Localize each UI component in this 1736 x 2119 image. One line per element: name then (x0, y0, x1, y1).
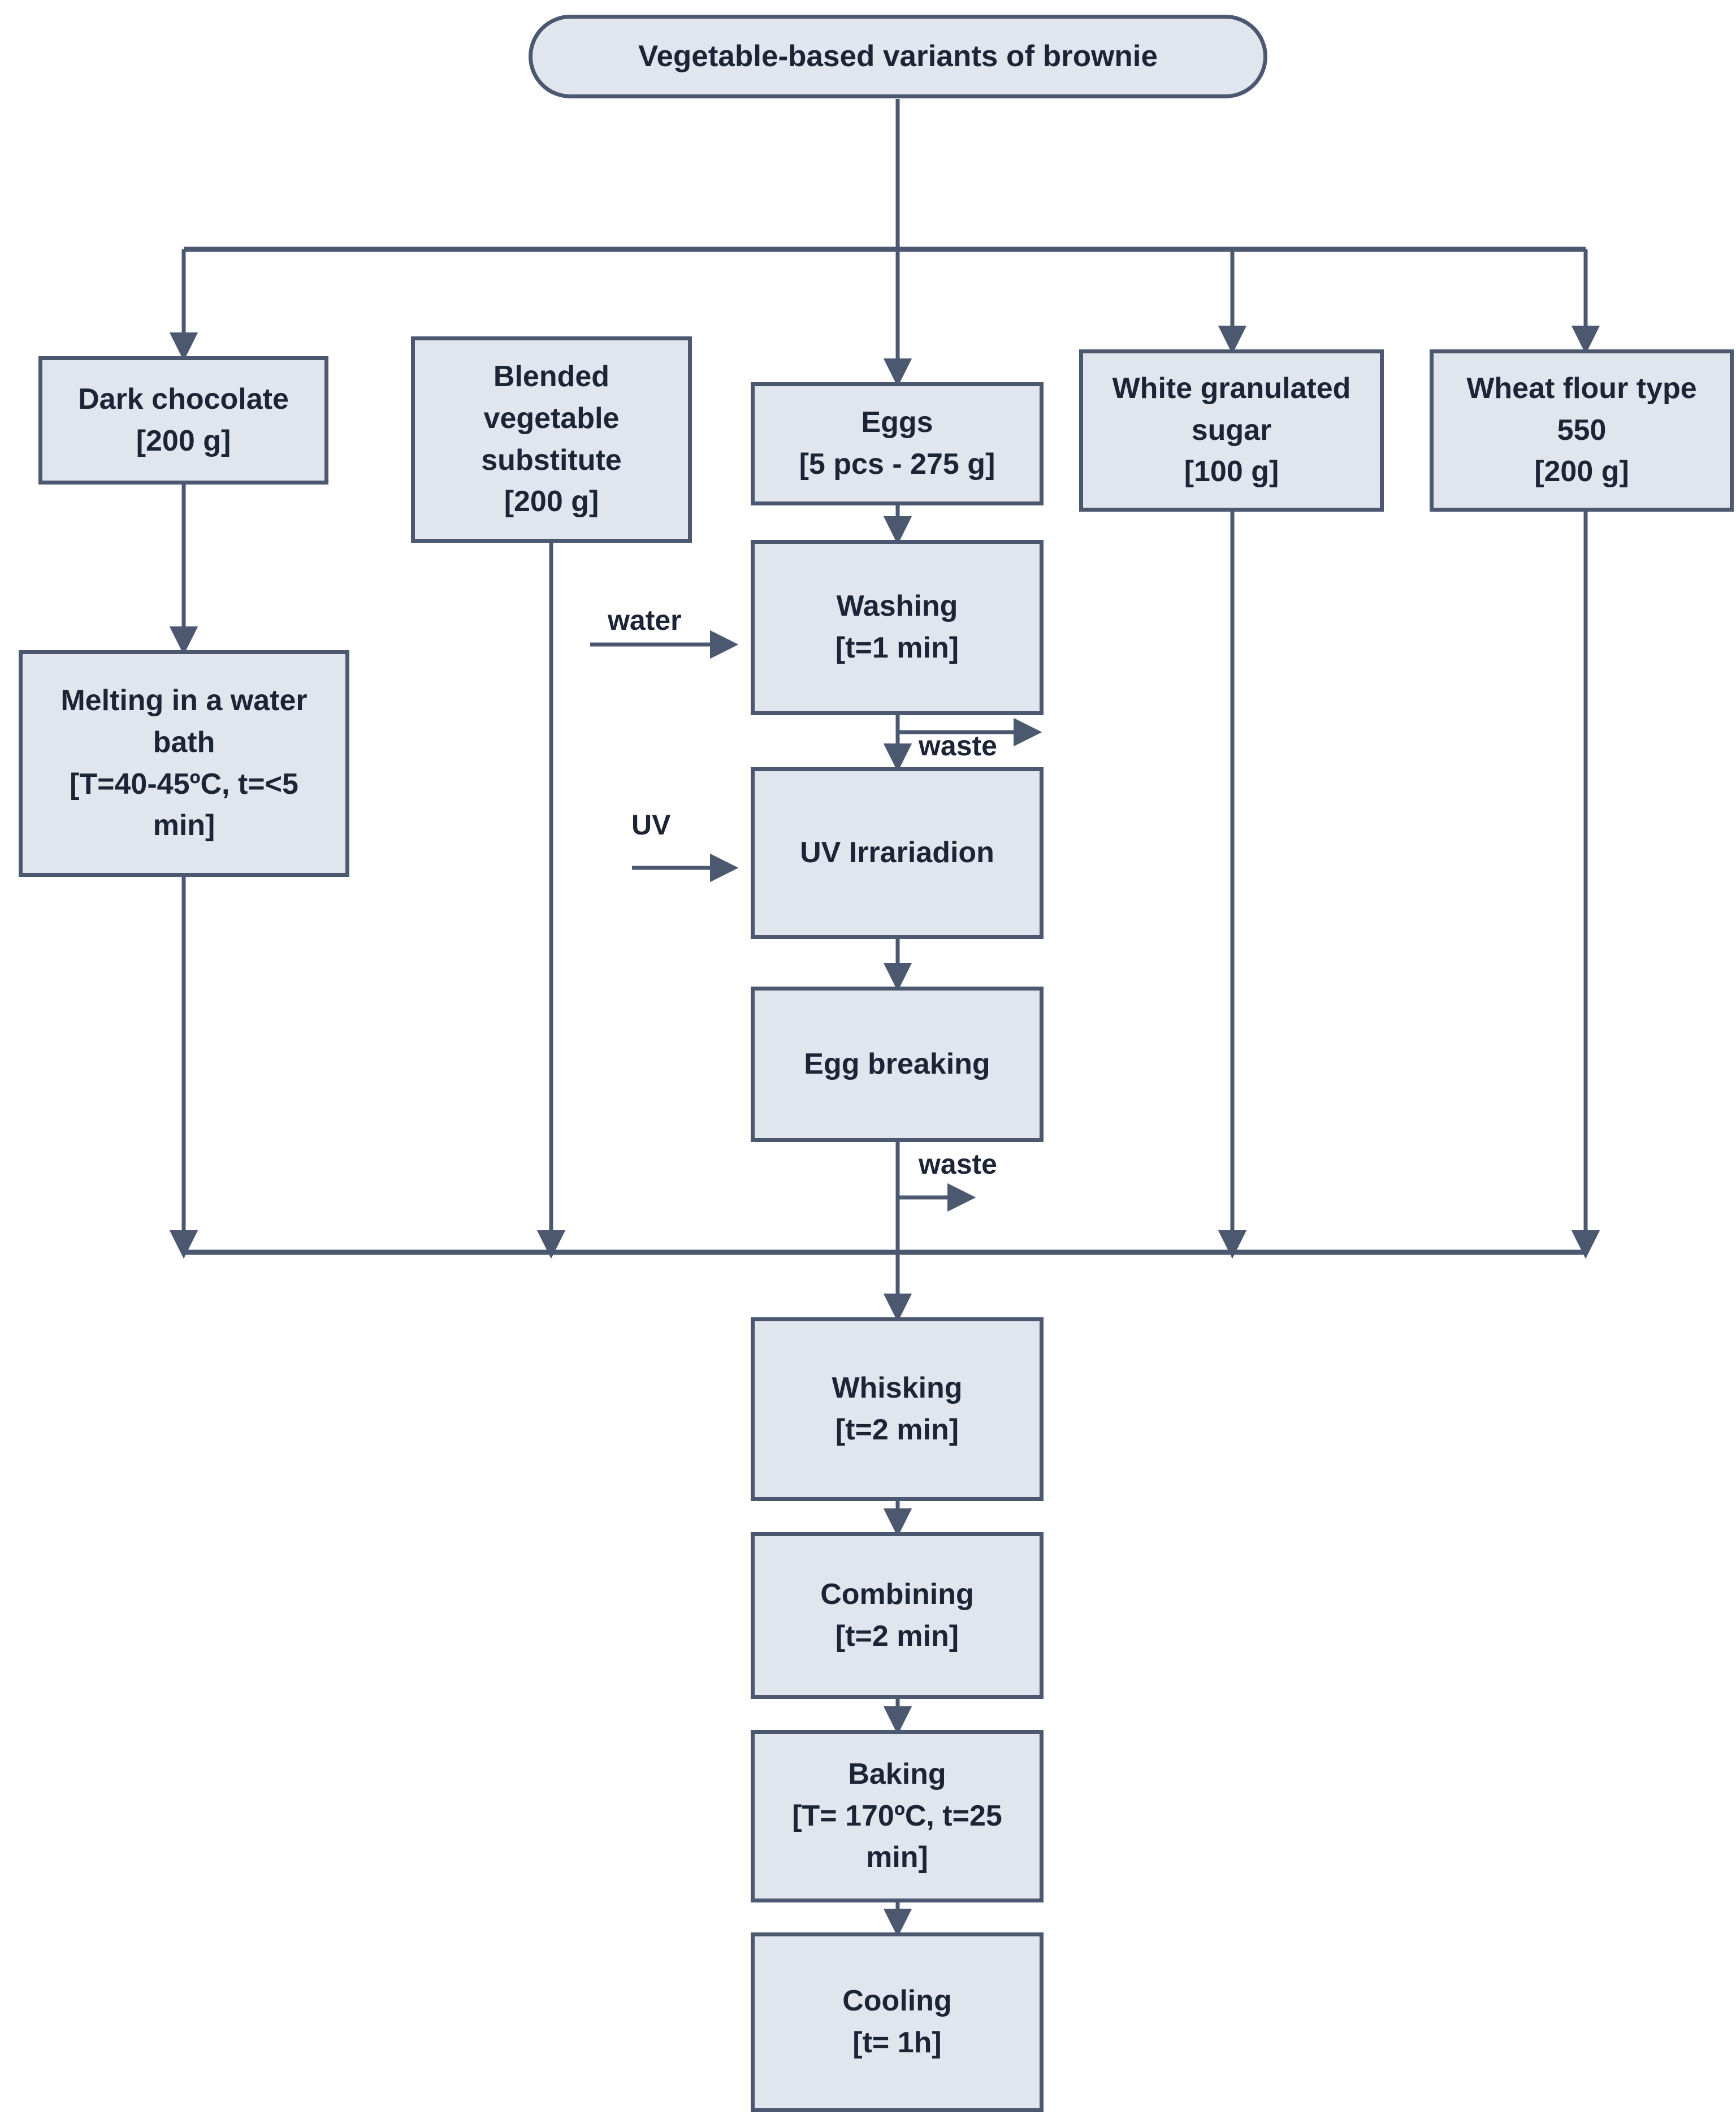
node-sugar-line2: sugar (1191, 413, 1272, 447)
node-wheat-flour-line3: [200 g] (1534, 455, 1629, 488)
edge-label-egg-breaking-waste: waste (919, 1148, 997, 1180)
node-egg-breaking-line1: Egg breaking (804, 1047, 990, 1080)
node-sugar-line1: White granulated (1112, 371, 1351, 405)
node-substitute-line2: vegetable (483, 401, 620, 435)
node-egg-breaking[interactable]: Egg breaking (751, 987, 1044, 1142)
node-melting-line2: bath (153, 725, 215, 759)
node-dark-chocolate[interactable]: Dark chocolate [200 g] (38, 356, 328, 485)
node-whisking-line2: [t=2 min] (835, 1413, 959, 1446)
node-melting-line1: Melting in a water (60, 684, 308, 717)
node-start-label: Vegetable-based variants of brownie (638, 40, 1158, 73)
node-whisking[interactable]: Whisking [t=2 min] (751, 1317, 1044, 1501)
node-washing[interactable]: Washing [t=1 min] (751, 540, 1044, 715)
node-wheat-flour[interactable]: Wheat flour type 550 [200 g] (1430, 349, 1734, 512)
node-melting-line3: [T=40-45ºC, t=<5 (70, 767, 298, 801)
node-substitute-line3: substitute (481, 443, 622, 477)
node-dark-chocolate-line2: [200 g] (136, 424, 231, 457)
node-eggs-line1: Eggs (861, 406, 933, 439)
node-dark-chocolate-line1: Dark chocolate (78, 382, 289, 416)
node-combining[interactable]: Combining [t=2 min] (751, 1532, 1044, 1699)
node-baking[interactable]: Baking [T= 170ºC, t=25 min] (751, 1730, 1044, 1902)
node-washing-line1: Washing (836, 590, 958, 623)
node-substitute-line4: [200 g] (504, 485, 599, 518)
node-combining-line2: [t=2 min] (835, 1619, 959, 1653)
node-melting-in-water-bath[interactable]: Melting in a water bath [T=40-45ºC, t=<5… (19, 650, 349, 877)
node-uv-irradiation[interactable]: UV Irrariadion (751, 767, 1044, 939)
node-cooling[interactable]: Cooling [t= 1h] (751, 1932, 1044, 2112)
node-eggs-line2: [5 pcs - 275 g] (799, 448, 995, 481)
edge-label-uv: UV (631, 809, 671, 841)
edge-label-water: water (608, 604, 682, 636)
node-combining-line1: Combining (820, 1577, 974, 1611)
node-cooling-line2: [t= 1h] (852, 2026, 942, 2059)
node-melting-line4: min] (153, 809, 215, 842)
node-uv-irradiation-line1: UV Irrariadion (800, 836, 994, 870)
node-blended-vegetable-substitute[interactable]: Blended vegetable substitute [200 g] (411, 336, 692, 543)
node-white-granulated-sugar[interactable]: White granulated sugar [100 g] (1079, 349, 1384, 512)
node-baking-line2: [T= 170ºC, t=25 (792, 1799, 1002, 1832)
node-cooling-line1: Cooling (842, 1984, 952, 2018)
node-wheat-flour-line2: 550 (1557, 413, 1607, 447)
node-sugar-line3: [100 g] (1184, 455, 1279, 488)
node-washing-line2: [t=1 min] (835, 632, 959, 664)
edge-label-washing-waste: waste (919, 730, 997, 762)
node-baking-line1: Baking (848, 1757, 946, 1791)
node-baking-line3: min] (866, 1841, 928, 1874)
node-whisking-line1: Whisking (832, 1371, 963, 1404)
node-start[interactable]: Vegetable-based variants of brownie (529, 15, 1267, 98)
node-eggs[interactable]: Eggs [5 pcs - 275 g] (751, 382, 1044, 505)
node-wheat-flour-line1: Wheat flour type (1466, 371, 1697, 405)
node-substitute-line1: Blended (493, 360, 610, 393)
